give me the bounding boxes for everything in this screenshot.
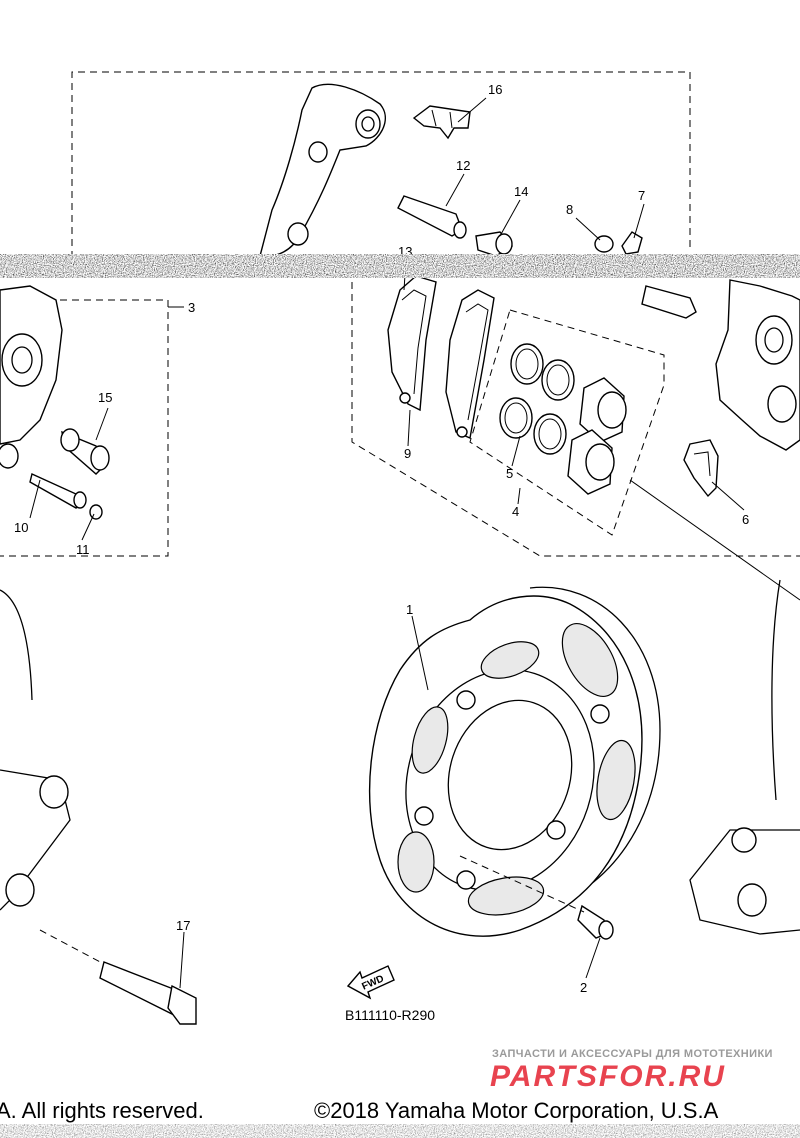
caliper-body — [641, 279, 800, 451]
brake-disc — [368, 586, 661, 937]
callout-17: 17 — [176, 918, 190, 933]
leader-lines — [29, 97, 800, 989]
pad-spring — [412, 105, 471, 140]
watermark: ЗАПЧАСТИ И АКСЕССУАРЫ ДЛЯ МОТОТЕХНИКИ PA… — [490, 1048, 773, 1093]
rights-text: A. All rights reserved. — [0, 1098, 204, 1123]
drawing-code: B111110-R290 — [345, 1007, 435, 1023]
callout-5: 5 — [506, 466, 513, 481]
callout-3: 3 — [188, 300, 195, 315]
pad-pin — [397, 195, 467, 239]
callout-9: 9 — [404, 446, 411, 461]
callout-10: 10 — [14, 520, 28, 535]
front-fork — [0, 579, 800, 935]
caliper-bolts — [29, 428, 110, 520]
assembly-outlines — [0, 71, 800, 557]
callout-6: 6 — [742, 512, 749, 527]
scan-noise-band — [0, 254, 800, 1138]
callout-12: 12 — [456, 158, 470, 173]
axle-bolt — [99, 961, 197, 1025]
watermark-brand: PARTSFOR.RU — [490, 1060, 726, 1093]
footer: A. All rights reserved. ©2018 Yamaha Mot… — [0, 1098, 719, 1123]
callout-8: 8 — [566, 202, 573, 217]
disc-bolt — [577, 904, 614, 940]
caliper-bracket — [259, 83, 386, 257]
left-caliper — [0, 285, 63, 469]
seal-kit — [499, 343, 575, 455]
callout-15: 15 — [98, 390, 112, 405]
callout-2: 2 — [580, 980, 587, 995]
pad-support — [683, 439, 719, 498]
callout-16: 16 — [488, 82, 502, 97]
callout-14: 14 — [514, 184, 528, 199]
fwd-arrow: FWD — [346, 965, 395, 1000]
pistons — [567, 377, 627, 495]
bleed-screw — [475, 231, 643, 257]
callout-1: 1 — [406, 602, 413, 617]
copyright-text: ©2018 Yamaha Motor Corporation, U.S.A — [314, 1098, 719, 1123]
callout-11: 11 — [76, 542, 90, 557]
callout-labels: 16 12 14 8 7 13 3 15 9 5 4 6 10 11 1 17 … — [14, 82, 749, 995]
watermark-tagline: ЗАПЧАСТИ И АКСЕССУАРЫ ДЛЯ МОТОТЕХНИКИ — [492, 1048, 773, 1060]
callout-7: 7 — [638, 188, 645, 203]
brake-pads — [387, 275, 495, 439]
callout-4: 4 — [512, 504, 519, 519]
